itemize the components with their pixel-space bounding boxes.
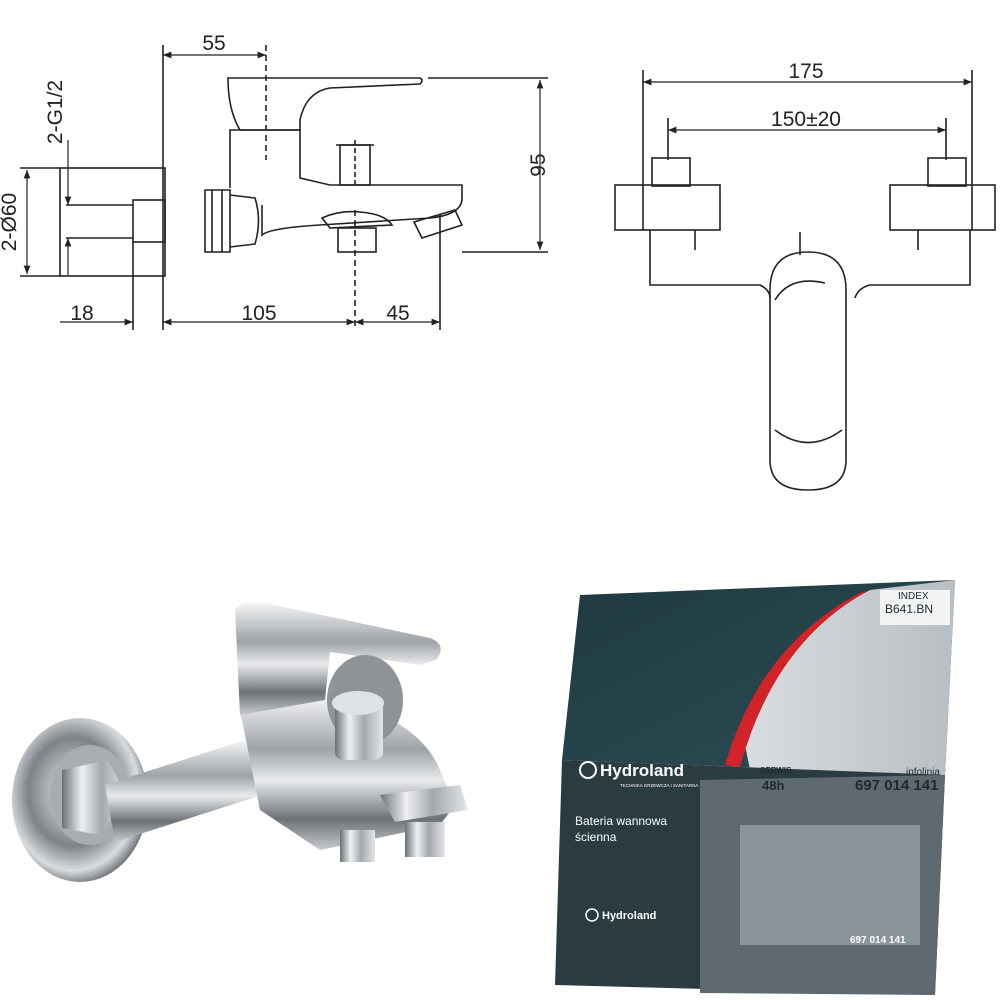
packaging-box-photo: INDEX B641.BN 697 014 141 infolinia SERW… bbox=[555, 580, 955, 995]
box-service-label: SERWIS bbox=[760, 766, 792, 775]
shower-outlet bbox=[337, 227, 377, 253]
handle-outline bbox=[227, 77, 423, 131]
dim-18-label: 18 bbox=[70, 302, 93, 325]
box-bottom-brand: Hydroland bbox=[602, 910, 656, 922]
rosette-outline bbox=[59, 167, 166, 277]
dim-g12-label: 2-G1/2 bbox=[44, 80, 67, 144]
box-product-line2: ścienna bbox=[575, 830, 617, 844]
side-view-drawing bbox=[20, 45, 548, 330]
dim-105-label: 105 bbox=[241, 302, 276, 325]
faucet-product-photo bbox=[12, 602, 468, 882]
faucet-illustration bbox=[12, 602, 468, 882]
dim-45-label: 45 bbox=[386, 302, 409, 325]
front-view-dimensions bbox=[643, 78, 972, 134]
dim-175-label: 175 bbox=[788, 60, 823, 83]
box-service-hours: 48h bbox=[762, 778, 784, 793]
box-phone: 697 014 141 bbox=[855, 777, 938, 794]
box-brand-tagline: TECHNIKA GRZEWCZA I SANITARNA bbox=[620, 783, 698, 788]
box-brand: Hydroland bbox=[600, 761, 684, 780]
box-info-label: infolinia bbox=[906, 767, 940, 778]
left-rosette bbox=[614, 184, 721, 231]
dim-150-label: 150±20 bbox=[771, 108, 841, 131]
spout-outlet bbox=[412, 209, 464, 239]
photo-diverter bbox=[335, 700, 383, 760]
technical-drawings: 55 95 2-G1/2 2-Ø60 18 105 45 1 bbox=[0, 32, 996, 491]
front-view-drawing bbox=[614, 70, 996, 491]
box-index-label: INDEX bbox=[898, 591, 929, 602]
dim-95-label: 95 bbox=[527, 153, 550, 176]
hydroland-logo-icon bbox=[579, 761, 597, 779]
front-handle bbox=[769, 251, 847, 491]
side-view-dimensions bbox=[23, 51, 544, 326]
photo-handle bbox=[235, 602, 441, 715]
box-index-code: B641.BN bbox=[885, 602, 933, 616]
photo-arm bbox=[105, 740, 262, 842]
dim-d60-label: 2-Ø60 bbox=[0, 193, 21, 251]
box-red-stripe bbox=[725, 590, 870, 767]
hydroland-logo-icon-bottom bbox=[585, 908, 599, 922]
box-product-line1: Bateria wannowa bbox=[575, 814, 667, 828]
dim-55-label: 55 bbox=[202, 32, 225, 55]
front-body bbox=[649, 230, 971, 299]
box-bottom-phone: 697 014 141 bbox=[850, 935, 906, 946]
right-rosette bbox=[889, 184, 996, 231]
